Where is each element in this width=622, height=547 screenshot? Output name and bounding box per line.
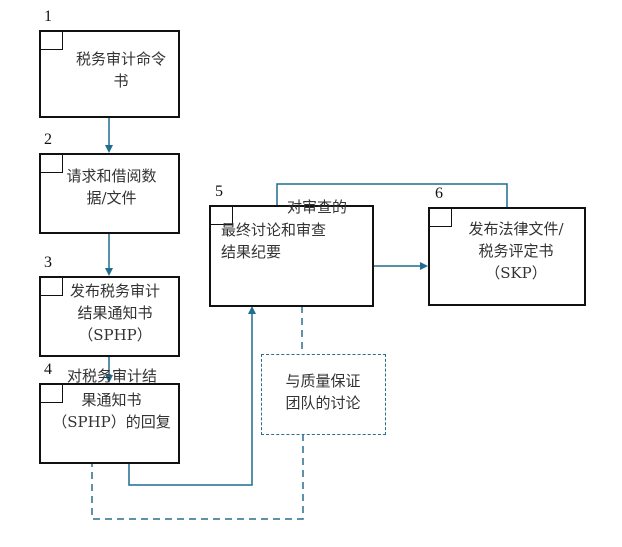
- step-2-label: 请求和借阅数 据/文件: [66, 167, 157, 207]
- step-5-corner: [211, 207, 233, 225]
- step-2-box: 请求和借阅数 据/文件: [39, 153, 180, 234]
- arrow-4-to-5: [128, 306, 256, 486]
- step-4-label-overflow: 对税务审计结: [66, 367, 157, 385]
- step-4-number: 4: [44, 361, 52, 378]
- step-5-number: 5: [215, 183, 223, 200]
- step-3-label: 发布税务审计 结果通知书 （SPHP）: [69, 282, 160, 344]
- connector-5-6-top: [276, 183, 508, 207]
- step-1-corner: [41, 32, 63, 50]
- qa-discussion-label: 与质量保证 团队的讨论: [285, 372, 361, 412]
- step-6-label: 发布法律文件/ 税务评定书 （SKP）: [468, 220, 564, 282]
- step-3-corner: [41, 278, 63, 296]
- step-1-number: 1: [44, 8, 52, 25]
- step-5-box: 最终讨论和审查 结果纪要: [209, 205, 374, 307]
- step-3-number: 3: [44, 254, 52, 271]
- qa-discussion-box: 与质量保证 团队的讨论: [261, 354, 386, 435]
- step-5-label-overflow: 对审查的: [287, 198, 348, 216]
- step-6-number: 6: [435, 185, 443, 202]
- step-6-corner: [430, 209, 452, 227]
- step-1-box: 税务审计命令 书: [39, 30, 180, 118]
- step-1-label: 税务审计命令 书: [75, 50, 166, 90]
- step-2-number: 2: [44, 131, 52, 148]
- step-5-label: 最终讨论和审查 结果纪要: [221, 221, 327, 261]
- step-2-corner: [41, 155, 63, 173]
- step-6-box: 发布法律文件/ 税务评定书 （SKP）: [428, 207, 586, 306]
- step-4-box: 果通知书 （SPHP）的回复: [39, 383, 180, 464]
- dashed-qa-to-4: [91, 434, 304, 520]
- step-4-label: 果通知书 （SPHP）的回复: [52, 391, 171, 431]
- step-3-box: 发布税务审计 结果通知书 （SPHP）: [39, 276, 180, 357]
- step-4-corner: [41, 385, 63, 403]
